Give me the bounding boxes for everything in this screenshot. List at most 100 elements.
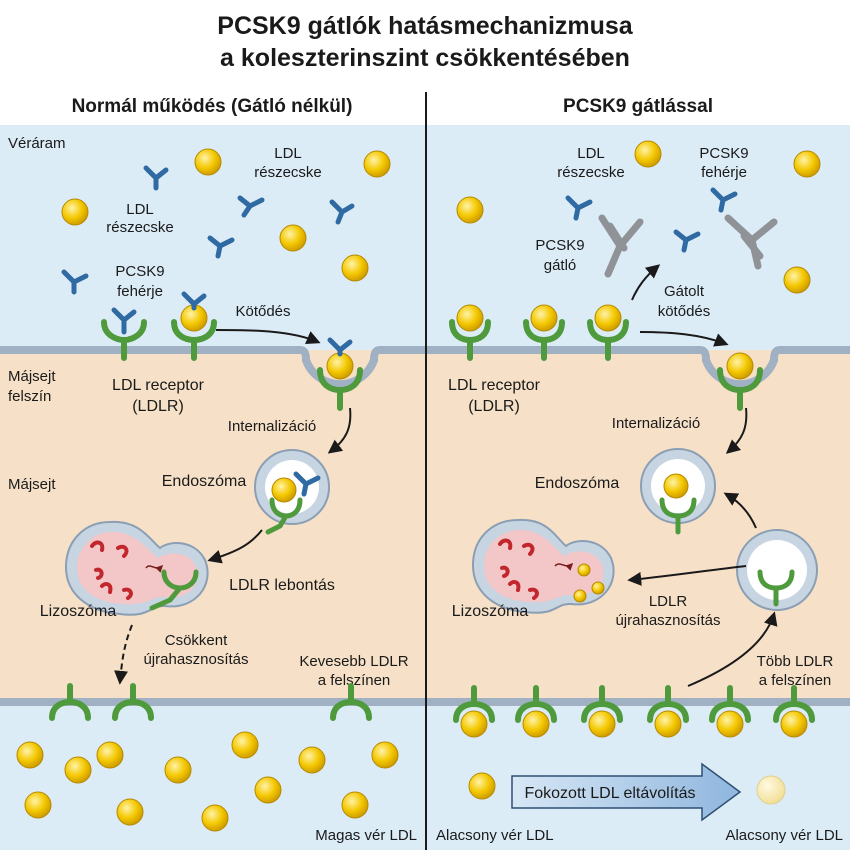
- binding-arrow: [639, 331, 729, 347]
- ldl-receptor-label-a: LDL receptor: [112, 377, 205, 394]
- ldl-particle: [522, 710, 550, 738]
- ldl-receptor: [647, 685, 689, 723]
- right-panel-heading: PCSK9 gátlással: [563, 96, 713, 117]
- ldl-particle: [468, 772, 496, 800]
- pcsk9-protein-label-a: PCSK9: [115, 263, 164, 280]
- pcsk9-inhibitor-antibody: [598, 214, 644, 278]
- ldl-particle: [716, 710, 744, 738]
- ldl-particle: [634, 140, 662, 168]
- ldl-particle: [456, 304, 484, 332]
- endosome-to-recycling-arrow: [723, 492, 757, 529]
- endosome-label: Endoszóma: [535, 475, 620, 492]
- low-blood-ldl-label-right: Alacsony vér LDL: [725, 827, 843, 844]
- ldl-particle: [201, 804, 229, 832]
- ldl-particle: [363, 150, 391, 178]
- pcsk9-protein: [207, 235, 235, 259]
- right-top-membrane: [427, 346, 850, 389]
- ldl-receptor: [112, 683, 154, 721]
- reduced-recycling-label-a: Csökkent: [165, 632, 228, 649]
- pcsk9-protein: [181, 291, 207, 311]
- ldl-receptor: [523, 319, 565, 361]
- ldl-receptor-label-b: (LDLR): [132, 398, 184, 415]
- ldl-particle: [61, 198, 89, 226]
- ldl-particle-faded: [756, 775, 786, 805]
- ldl-particle: [780, 710, 808, 738]
- high-blood-ldl-label: Magas vér LDL: [315, 827, 417, 844]
- ldl-receptor: [330, 683, 372, 721]
- left-free-pcsk9-proteins: [61, 165, 355, 295]
- ldl-particle: [341, 791, 369, 819]
- ldl-fragment: [591, 581, 605, 595]
- title-line-2: a koleszterinszint csökkentésében: [220, 44, 630, 72]
- ldl-receptor: [773, 685, 815, 723]
- pcsk9-protein: [293, 471, 321, 497]
- ldlr-recycling-label-a: LDLR: [649, 593, 688, 610]
- ldl-particle: [793, 150, 821, 178]
- pcsk9-protein: [111, 307, 137, 335]
- pcsk9-protein: [143, 165, 169, 191]
- blocked-binding-label-b: kötődés: [658, 303, 711, 320]
- left-lysosome: [64, 520, 209, 616]
- endosome-label: Endoszóma: [162, 473, 247, 490]
- pcsk9-protein: [565, 195, 593, 221]
- pcsk9-protein: [61, 269, 89, 295]
- ldl-particle: [326, 352, 354, 380]
- ldl-particle: [726, 352, 754, 380]
- pcsk9-protein: [327, 337, 353, 357]
- ldl-receptor: [709, 685, 751, 723]
- ldl-particle: [783, 266, 811, 294]
- internalization-label: Internalizáció: [228, 418, 316, 435]
- ldl-receptor: [265, 497, 303, 535]
- pcsk9-protein-label-b: fehérje: [117, 283, 163, 300]
- right-ldl-particles: [456, 140, 821, 294]
- left-bottom-ldl-particles: [16, 731, 399, 832]
- reduced-recycling-arrow: [114, 624, 133, 685]
- ldl-receptor: [659, 497, 697, 535]
- pcsk9-protein-label-a: PCSK9: [699, 145, 748, 162]
- ldl-receptor: [449, 319, 491, 361]
- pcsk9-inhibitor-label-b: gátló: [544, 257, 577, 274]
- right-endosome: [640, 448, 716, 535]
- ldl-receptor-label-b: (LDLR): [468, 398, 520, 415]
- ldl-receptor: [757, 569, 795, 607]
- ldlr-degradation-label: LDLR lebontás: [229, 577, 335, 594]
- ldl-particle: [16, 741, 44, 769]
- right-surface-receptors: [449, 304, 763, 411]
- ldl-receptor: [717, 367, 763, 411]
- ldl-particle: [271, 477, 297, 503]
- ldl-receptor-label-a: LDL receptor: [448, 377, 541, 394]
- bloodstream-label: Véráram: [8, 135, 66, 152]
- ldl-particle: [64, 756, 92, 784]
- blocked-binding-label-a: Gátolt: [664, 283, 705, 300]
- ldl-particle: [164, 756, 192, 784]
- ldl-particle: [341, 254, 369, 282]
- ldl-particle: [663, 473, 689, 499]
- to-lysosome-arrow: [627, 565, 747, 586]
- ldl-particle-label-a: LDL: [577, 145, 605, 162]
- ldl-particle-label-1-a: LDL: [274, 145, 302, 162]
- lysosome-label: Lizoszóma: [40, 603, 117, 620]
- ldl-receptor: [453, 685, 495, 723]
- ldlr-recycling-label-b: újrahasznosítás: [615, 612, 720, 629]
- pcsk9-protein-label-b: fehérje: [701, 164, 747, 181]
- ldl-receptor: [587, 319, 629, 361]
- left-surface-receptors: [101, 291, 363, 411]
- ldl-receptor: [581, 685, 623, 723]
- left-top-membrane: [0, 346, 425, 389]
- pcsk9-inhibitor-label-a: PCSK9: [535, 237, 584, 254]
- ldl-receptor: [171, 319, 217, 361]
- ldl-particle: [594, 304, 622, 332]
- pcsk9-inhibitor-antibodies: [598, 214, 778, 278]
- to-lysosome-arrow: [207, 529, 263, 564]
- recycling-to-surface-arrow: [687, 611, 778, 687]
- ldl-particle: [96, 741, 124, 769]
- right-bottom-receptors: [453, 685, 815, 738]
- fewer-ldlr-label-a: Kevesebb LDLR: [299, 653, 408, 670]
- left-cell-zone: [0, 350, 425, 702]
- pcsk9-protein: [710, 187, 738, 213]
- ldl-particle: [254, 776, 282, 804]
- enhanced-removal-arrow: [511, 762, 742, 822]
- liver-surface-label-a: Májsejt: [8, 368, 56, 385]
- more-ldlr-label-b: a felszínen: [759, 672, 832, 689]
